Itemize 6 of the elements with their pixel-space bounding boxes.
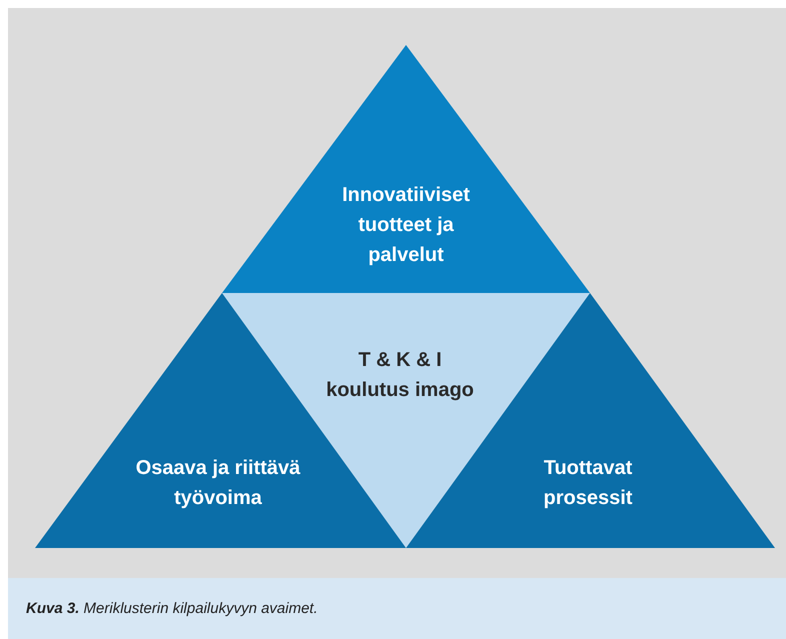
segment-label: Innovatiiviset tuotteet ja palvelut [341, 183, 471, 268]
caption: Kuva 3. Meriklusterin kilpailukyvyn avaimet. [26, 600, 318, 617]
triangle-segment [222, 45, 590, 293]
segment-label: Tuottavat prosessit [542, 456, 634, 511]
segment-label: T & K & I koulutus imago [325, 348, 475, 403]
segment-label: Osaava ja riittävä työvoima [134, 456, 302, 511]
